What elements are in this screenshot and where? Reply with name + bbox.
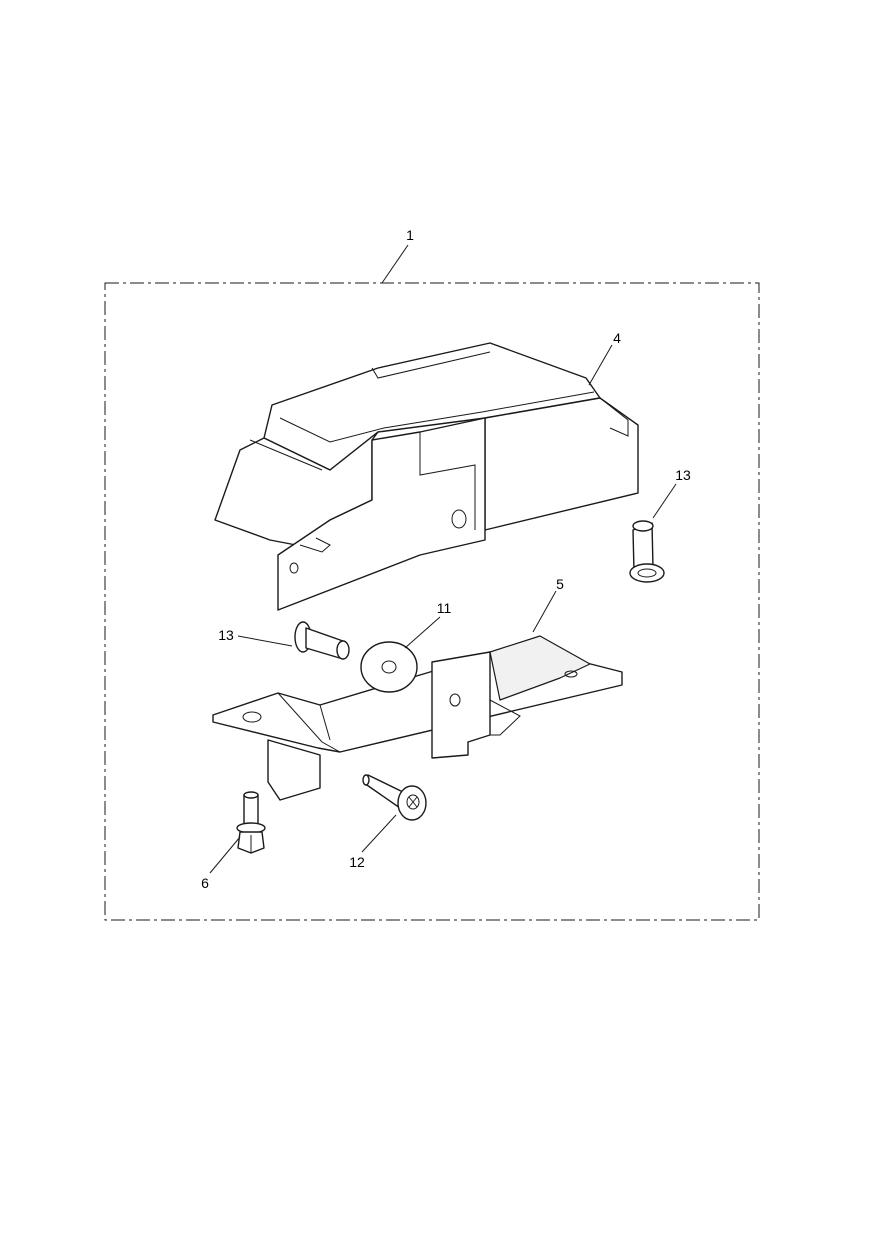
callout-washer: 11	[437, 600, 452, 616]
part-4-cover	[214, 342, 639, 611]
callout-labels: 1 4 5 11 13 13 6 12	[201, 227, 691, 891]
leader-kit	[381, 244, 409, 284]
leader-bracket	[532, 590, 557, 633]
callout-pin-right: 13	[675, 467, 691, 483]
leader-flange-bolt	[209, 836, 241, 874]
callout-kit: 1	[406, 227, 414, 243]
leader-washer	[404, 616, 441, 649]
leader-cover	[588, 344, 613, 386]
callout-pin-left: 13	[218, 627, 234, 643]
part-12-torx-screw	[362, 774, 427, 821]
callout-torx-screw: 12	[349, 854, 365, 870]
part-5-bracket	[212, 635, 623, 801]
part-11-washer	[360, 641, 418, 693]
leader-pin-left	[237, 635, 293, 647]
kit-boundary-frame	[104, 282, 760, 921]
part-6-flange-bolt	[236, 791, 266, 854]
leader-lines	[209, 244, 677, 874]
part-13-pin-left	[294, 621, 350, 660]
leader-torx-screw	[361, 814, 397, 853]
callout-cover: 4	[613, 330, 621, 346]
callout-flange-bolt: 6	[201, 875, 209, 891]
leader-pin-right	[652, 483, 677, 519]
part-13-pin-right	[629, 520, 665, 583]
callout-bracket: 5	[556, 576, 564, 592]
